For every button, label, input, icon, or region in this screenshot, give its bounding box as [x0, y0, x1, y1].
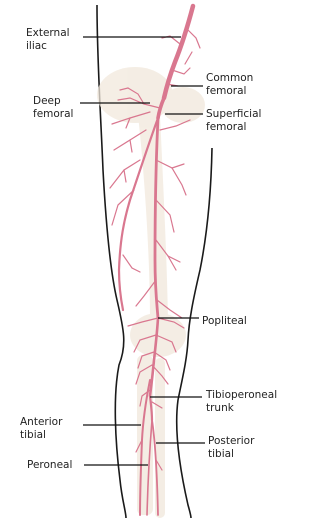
label-common-femoral: Common femoral: [206, 72, 253, 98]
label-posterior-tibial: Posterior tibial: [208, 435, 254, 461]
label-peroneal: Peroneal: [27, 459, 72, 472]
label-deep-femoral: Deep femoral: [33, 95, 73, 121]
label-tibioperoneal-trunk: Tibioperoneal trunk: [206, 389, 277, 415]
label-external-iliac: External iliac: [26, 27, 70, 53]
label-anterior-tibial: Anterior tibial: [20, 416, 62, 442]
label-popliteal: Popliteal: [202, 315, 247, 328]
label-superficial-femoral: Superficial femoral: [206, 108, 261, 134]
